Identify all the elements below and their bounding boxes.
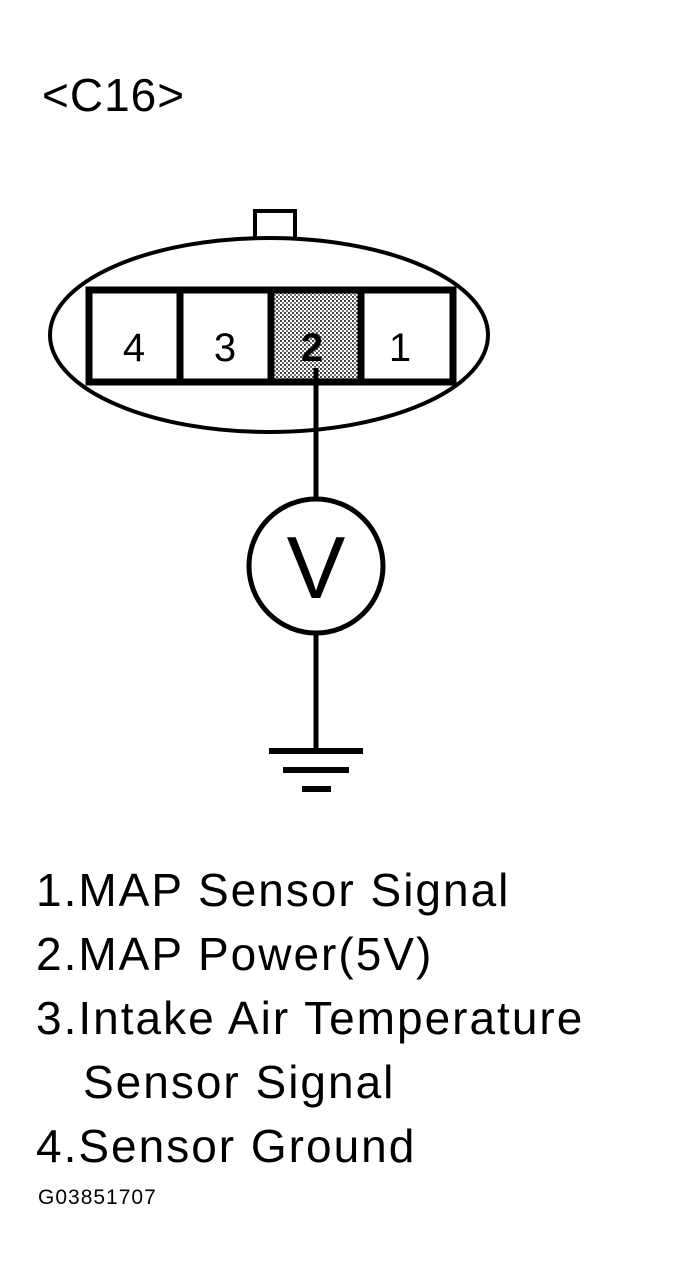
legend-item-3: 3.Intake Air Temperature bbox=[36, 992, 585, 1044]
pin-cell-4 bbox=[85, 286, 184, 386]
legend-item-4: 4.Sensor Ground bbox=[36, 1120, 417, 1172]
ground-icon bbox=[269, 748, 363, 792]
connector-lock-tab bbox=[253, 209, 297, 242]
voltmeter-symbol: V bbox=[287, 518, 346, 617]
pin-legend: 1.MAP Sensor Signal 2.MAP Power(5V) 3.In… bbox=[36, 858, 584, 1178]
connector-diagram: 4 3 2 1 V bbox=[48, 209, 490, 792]
legend-item-3-continued: Sensor Signal bbox=[83, 1056, 396, 1108]
pin-label-1: 1 bbox=[389, 326, 411, 370]
pin-label-2: 2 bbox=[301, 326, 323, 370]
legend-item-1: 1.MAP Sensor Signal bbox=[36, 864, 511, 916]
pin-label-4: 4 bbox=[123, 326, 145, 370]
pin-row: 4 3 2 1 bbox=[85, 286, 457, 386]
legend-item-2: 2.MAP Power(5V) bbox=[36, 928, 434, 980]
figure-code: G03851707 bbox=[38, 1186, 157, 1209]
pin-cell-1 bbox=[357, 286, 457, 386]
pin-label-3: 3 bbox=[214, 326, 236, 370]
connector-id: <C16> bbox=[42, 69, 186, 121]
